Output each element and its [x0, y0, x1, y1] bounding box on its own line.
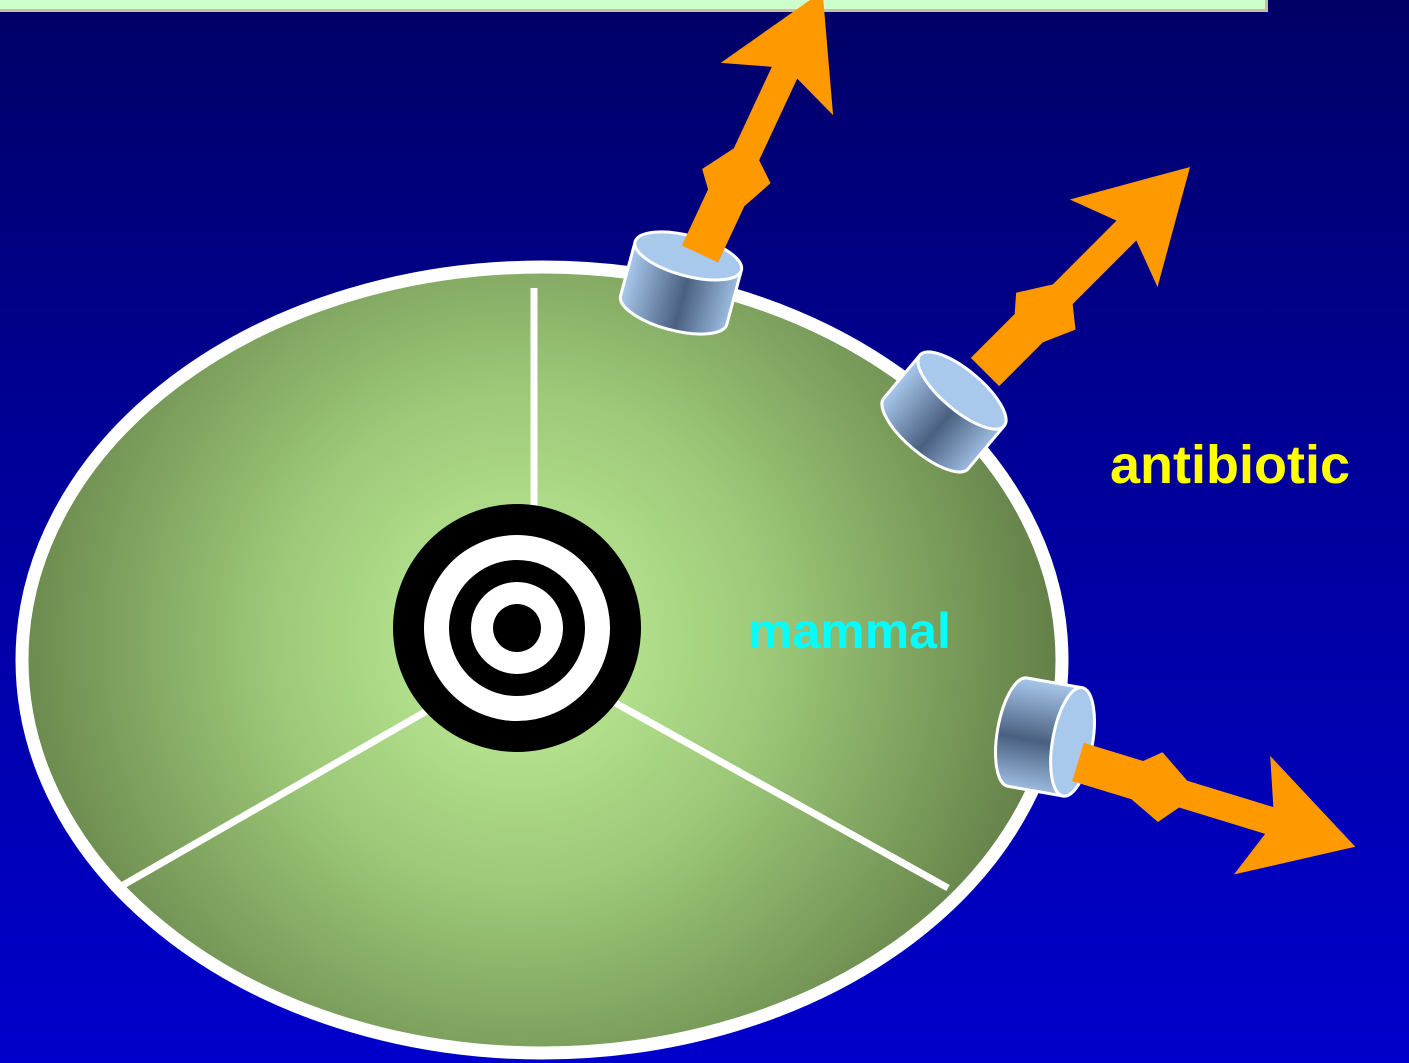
efflux-arrow-icon: [941, 123, 1234, 416]
bullseye-target-icon: [393, 504, 641, 752]
efflux-arrow-icon: [1060, 703, 1374, 906]
antibiotic-label: antibiotic: [1110, 438, 1350, 492]
mammal-label: mammal: [748, 606, 951, 656]
